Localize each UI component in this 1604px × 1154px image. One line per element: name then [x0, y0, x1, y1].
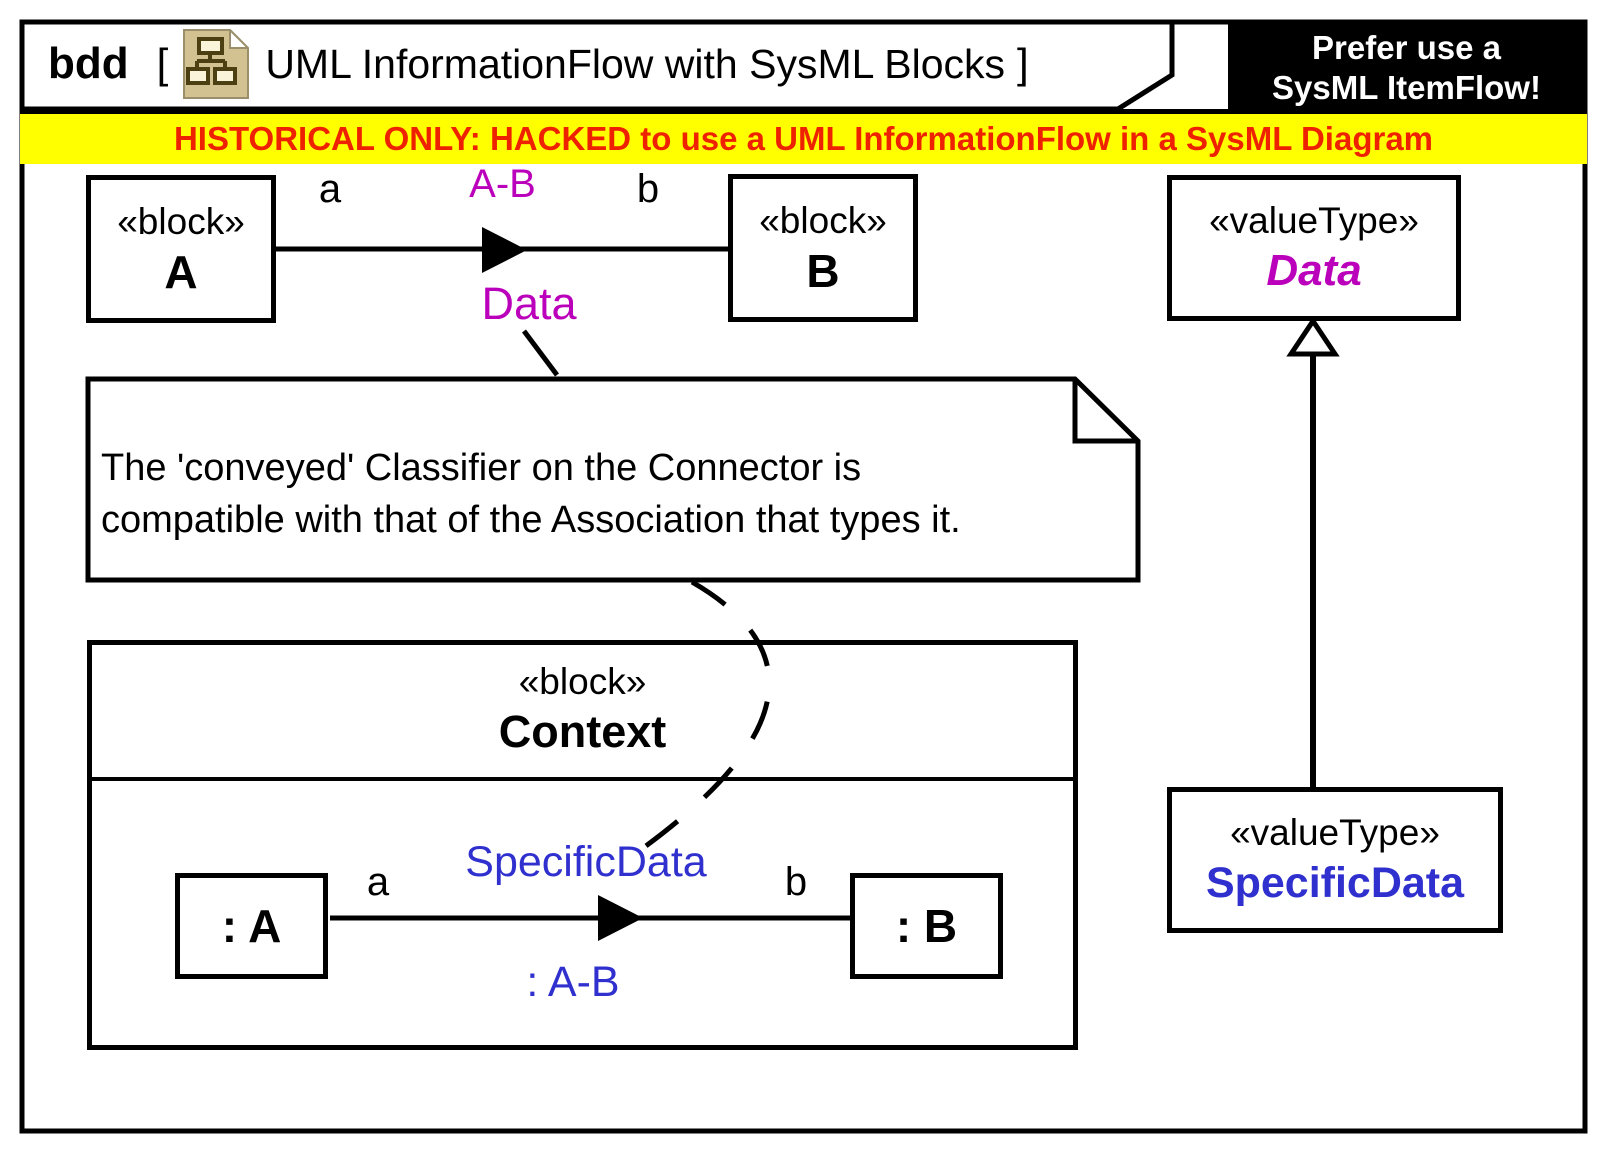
historical-warning-banner: HISTORICAL ONLY: HACKED to use a UML Inf… — [20, 109, 1587, 164]
valuetype-data-name: Data — [1266, 246, 1362, 295]
advice-line2: SysML ItemFlow! — [1272, 68, 1541, 106]
context-stereotype: «block» — [518, 661, 647, 702]
bracket-close: ] — [1017, 40, 1029, 87]
context-role-a-label[interactable]: a — [366, 860, 390, 904]
note-line1: The 'conveyed' Classifier on the Connect… — [101, 447, 862, 489]
top-conveyed-data-label[interactable]: Data — [481, 278, 577, 329]
generalization-edge[interactable] — [1286, 316, 1340, 787]
note-shape[interactable] — [85, 376, 1141, 583]
generalization-triangle-icon — [1286, 316, 1340, 357]
block-a-stereotype: «block» — [117, 201, 245, 242]
valuetype-specificdata-name: SpecificData — [1205, 859, 1465, 907]
valuetype-data-stereotype: «valueType» — [1209, 200, 1419, 241]
context-connector-name-label[interactable]: : A-B — [526, 958, 620, 1006]
part-b-node[interactable]: : B — [850, 873, 1003, 979]
part-a-name: : A — [221, 900, 282, 952]
note-anchor-top — [522, 329, 559, 377]
frame-title: UML InformationFlow with SysML Blocks — [265, 40, 1006, 87]
note-text: The 'conveyed' Classifier on the Connect… — [101, 442, 1141, 546]
block-b-stereotype: «block» — [759, 200, 887, 241]
valuetype-specificdata-node[interactable]: «valueType» SpecificData — [1167, 787, 1503, 933]
advice-line1: Prefer use a — [1312, 28, 1501, 66]
note-line2: compatible with that of the Association … — [101, 499, 961, 541]
context-block-node[interactable]: «block» Context — [87, 640, 1078, 1050]
frame-header: bdd [ UML InformationFlow with SysML Blo… — [48, 24, 1158, 104]
connector-a-b-edge[interactable] — [330, 895, 850, 941]
top-role-a-label[interactable]: a — [318, 167, 342, 211]
part-a-node[interactable]: : A — [175, 873, 328, 979]
information-flow-arrow-icon — [482, 227, 527, 273]
frame-name-tab — [19, 19, 1175, 112]
diagram-kind-label: bdd — [48, 39, 129, 88]
bdd-diagram-icon — [183, 29, 250, 99]
advice-callout: Prefer use a SysML ItemFlow! — [1228, 22, 1585, 113]
context-block-header: «block» Context — [92, 645, 1073, 781]
valuetype-data-node[interactable]: «valueType» Data — [1167, 175, 1461, 321]
block-b-node[interactable]: «block» B — [728, 174, 918, 322]
historical-warning-text: HISTORICAL ONLY: HACKED to use a UML Inf… — [173, 120, 1434, 157]
context-conveyed-specificdata-label[interactable]: SpecificData — [465, 838, 707, 886]
context-role-b-label[interactable]: b — [784, 860, 808, 904]
block-a-name: A — [164, 246, 198, 298]
valuetype-specificdata-stereotype: «valueType» — [1230, 812, 1440, 853]
association-a-b-edge[interactable] — [276, 227, 728, 273]
note-fold-corner-icon — [1072, 379, 1138, 444]
block-b-name: B — [806, 245, 840, 297]
top-role-b-label[interactable]: b — [636, 167, 660, 211]
part-b-name: : B — [895, 900, 958, 952]
bracket-open: [ — [156, 40, 169, 87]
note-anchor-curve — [630, 579, 772, 859]
context-name: Context — [498, 706, 667, 757]
top-association-name-label[interactable]: A-B — [469, 162, 536, 206]
information-flow-arrow-icon — [598, 895, 643, 941]
block-a-node[interactable]: «block» A — [86, 175, 276, 323]
